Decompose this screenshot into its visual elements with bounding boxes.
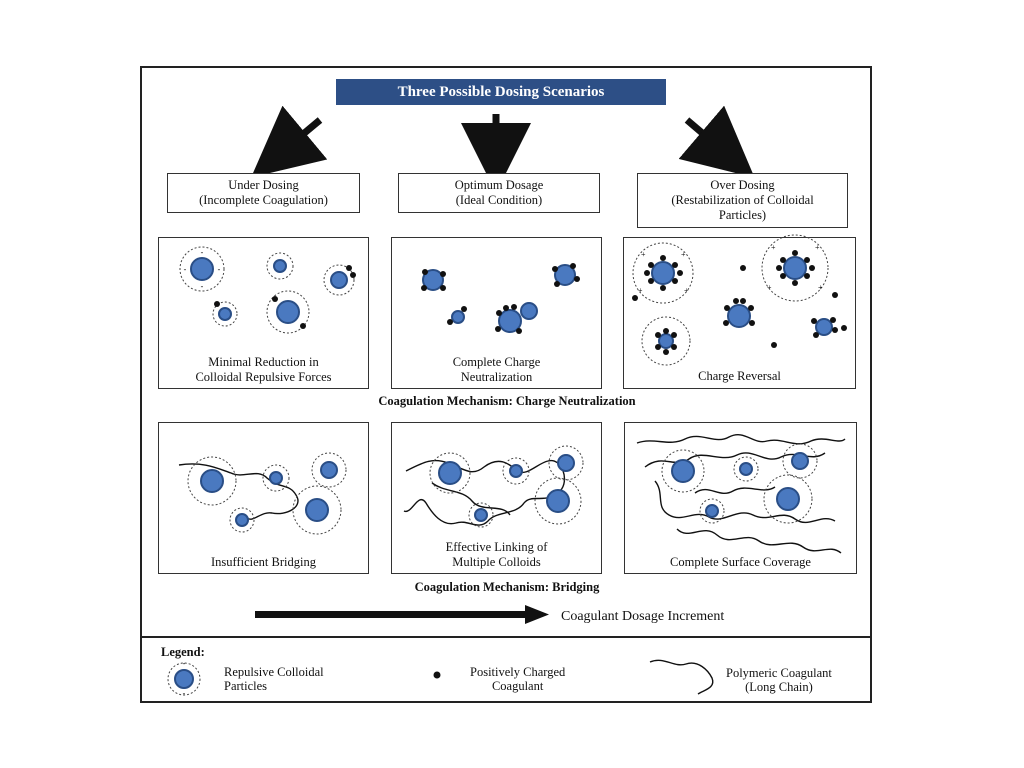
colloid-particle xyxy=(229,507,255,533)
polymer-chain xyxy=(636,434,846,445)
coagulant-legend-icon xyxy=(433,671,441,679)
scenario-under-dosing: Under Dosing (Incomplete Coagulation) xyxy=(167,173,360,213)
polymer-chain xyxy=(178,463,299,520)
svg-text:+: + xyxy=(818,283,823,292)
svg-text:-: - xyxy=(218,265,221,274)
panel-complete-neutralization: Complete Charge Neutralization xyxy=(391,237,602,389)
panel-caption: Complete Surface Coverage xyxy=(670,555,811,569)
colloid-particle xyxy=(763,474,813,524)
svg-text:+: + xyxy=(638,286,643,295)
svg-text:-: - xyxy=(184,265,187,274)
diagram-title: Three Possible Dosing Scenarios xyxy=(336,79,666,105)
panel-insufficient-bridging: Insufficient Bridging xyxy=(158,422,369,574)
panel-caption: Effective Linking of Multiple Colloids xyxy=(445,540,548,569)
colloid-particle xyxy=(187,456,237,506)
colloid-particle xyxy=(262,464,290,492)
colloid-particle xyxy=(468,502,494,528)
panel-illustration xyxy=(636,434,846,554)
panel-caption: Complete Charge Neutralization xyxy=(452,355,541,384)
svg-text:+: + xyxy=(771,243,776,252)
dosage-arrow xyxy=(255,605,549,624)
svg-text:-: - xyxy=(183,689,186,698)
legend-divider xyxy=(140,636,872,638)
colloid-particle xyxy=(534,477,582,525)
panel-illustration xyxy=(403,445,584,528)
neutralized-particle xyxy=(421,269,446,291)
legend-colloid-label: Repulsive Colloidal Particles xyxy=(224,665,324,693)
panel-complete-surface-coverage: Complete Surface Coverage xyxy=(624,422,857,574)
colloid-particle xyxy=(311,452,347,488)
svg-text:-: - xyxy=(201,282,204,291)
bridging-mechanism-label: Coagulation Mechanism: Bridging xyxy=(414,580,600,594)
arrow-right xyxy=(678,105,755,178)
legend-title: Legend: xyxy=(161,645,205,659)
colloid-particle xyxy=(292,485,342,535)
polymer-chain xyxy=(694,486,776,494)
panel-illustration: + + + + + + + + xyxy=(632,234,847,366)
reversed-particle: + + + + xyxy=(632,242,694,304)
colloid-particle xyxy=(502,457,530,485)
colloid-particle xyxy=(699,498,725,524)
polymer-legend-icon xyxy=(649,659,714,695)
reversed-particle xyxy=(811,317,847,338)
free-coagulant xyxy=(832,292,838,298)
reversed-particle: + + + + xyxy=(761,234,829,302)
panel-charge-reversal: + + + + + + + + Charge Reversal xyxy=(623,234,856,389)
neutralized-particle xyxy=(552,263,580,287)
colloid-particle xyxy=(548,445,584,481)
reversed-particle xyxy=(723,298,755,328)
colloid-legend-icon: - - xyxy=(167,659,201,698)
colloid-particle xyxy=(323,264,356,296)
panel-caption: Charge Reversal xyxy=(698,369,781,383)
panel-caption: Insufficient Bridging xyxy=(211,555,316,569)
panel-illustration xyxy=(178,452,347,535)
figure-frame xyxy=(140,66,872,703)
colloid-particle xyxy=(212,301,238,327)
colloid-particle xyxy=(266,252,294,280)
legend-coagulant-label: Positively Charged Coagulant xyxy=(470,665,566,693)
dosage-increment-label: Coagulant Dosage Increment xyxy=(561,609,725,624)
svg-text:+: + xyxy=(684,286,689,295)
legend-polymer-label: Polymeric Coagulant (Long Chain) xyxy=(726,666,832,694)
colloid-particle xyxy=(733,456,759,482)
charge-neutralization-mechanism-label: Coagulation Mechanism: Charge Neutraliza… xyxy=(378,394,636,408)
svg-text:-: - xyxy=(183,659,186,668)
reversed-particle xyxy=(641,316,691,366)
polymer-chain xyxy=(676,528,842,554)
free-coagulant xyxy=(771,342,777,348)
free-coagulant xyxy=(632,295,638,301)
colloid-particle xyxy=(782,443,818,479)
panel-minimal-reduction: - - - - Minimal Reduction in Colloidal Repu… xyxy=(158,237,369,389)
scenario-over-dosing: Over Dosing (Restabilization of Colloida… xyxy=(637,173,848,228)
panel-effective-linking: Effective Linking of Multiple Colloids xyxy=(391,422,602,574)
colloid-particle xyxy=(429,452,471,494)
scenario-optimum-dosage: Optimum Dosage (Ideal Condition) xyxy=(398,173,600,213)
svg-text:+: + xyxy=(681,250,686,259)
free-coagulant xyxy=(740,265,746,271)
polymer-chain xyxy=(654,480,836,524)
neutralized-particle xyxy=(495,302,538,334)
svg-text:+: + xyxy=(815,243,820,252)
neutralized-particle xyxy=(447,306,467,325)
colloid-particle xyxy=(661,449,705,493)
svg-text:+: + xyxy=(641,250,646,259)
panel-illustration: - - - - xyxy=(179,246,356,334)
svg-text:-: - xyxy=(201,248,204,257)
polymer-chain xyxy=(431,482,511,516)
colloid-particle xyxy=(266,290,310,334)
arrow-left xyxy=(251,105,328,178)
colloid-particle: - - - - xyxy=(179,246,225,292)
panel-caption: Minimal Reduction in Colloidal Repulsive… xyxy=(195,355,332,384)
panel-illustration xyxy=(421,263,580,334)
svg-text:+: + xyxy=(767,283,772,292)
